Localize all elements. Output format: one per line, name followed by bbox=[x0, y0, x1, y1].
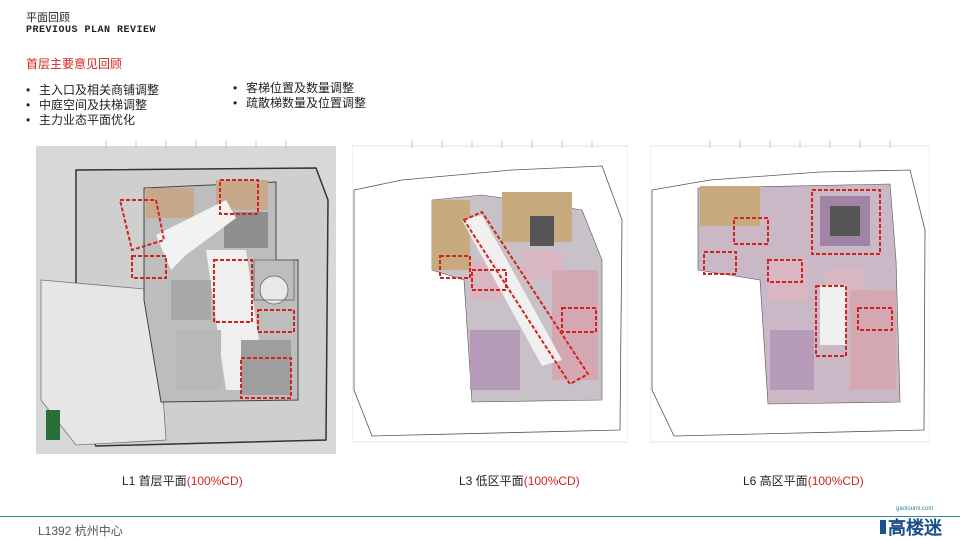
footer-divider bbox=[0, 516, 960, 517]
plan-caption-l1: L1 首层平面(100%CD) bbox=[122, 472, 243, 489]
bullet-list-right: 客梯位置及数量调整 疏散梯数量及位置调整 bbox=[233, 81, 366, 111]
plan-caption-open: ( bbox=[523, 474, 528, 488]
bullet-item: 疏散梯数量及位置调整 bbox=[233, 96, 366, 111]
plan-caption-open: ( bbox=[186, 474, 191, 488]
plan-caption-close: ) bbox=[575, 474, 580, 488]
plan-caption-l6: L6 高区平面(100%CD) bbox=[743, 472, 864, 489]
logo-subtext: gaoloumi.com bbox=[896, 506, 933, 512]
bullet-list-left: 主入口及相关商铺调整 中庭空间及扶梯调整 主力业态平面优化 bbox=[26, 83, 159, 128]
floor-plan-l6 bbox=[650, 140, 930, 443]
plan-caption-l3: L3 低区平面(100%CD) bbox=[459, 472, 580, 489]
plan-caption-name: L1 首层平面 bbox=[122, 474, 187, 488]
plan-caption-suffix: 100%CD bbox=[527, 474, 576, 488]
section-title: 首层主要意见回顾 bbox=[26, 57, 123, 71]
bullet-item: 主入口及相关商铺调整 bbox=[26, 83, 159, 98]
plan-caption-close: ) bbox=[238, 474, 243, 488]
footer-project: L1392 杭州中心 bbox=[38, 524, 123, 538]
plan-caption-suffix: 100%CD bbox=[811, 474, 860, 488]
plan-caption-name: L3 低区平面 bbox=[459, 474, 524, 488]
floor-plan-l1 bbox=[36, 140, 336, 454]
bullet-item: 主力业态平面优化 bbox=[26, 113, 159, 128]
bullet-item: 客梯位置及数量调整 bbox=[233, 81, 366, 96]
floor-plan-l3 bbox=[352, 140, 628, 443]
page-title-en: PREVIOUS PLAN REVIEW bbox=[26, 25, 157, 36]
plan-caption-name: L6 高区平面 bbox=[743, 474, 808, 488]
plan-caption-suffix: 100%CD bbox=[190, 474, 239, 488]
bullet-item: 中庭空间及扶梯调整 bbox=[26, 98, 159, 113]
gaoloumi-logo: gaoloumi.com 高楼迷 bbox=[880, 506, 943, 538]
logo-text: 高楼迷 bbox=[888, 517, 943, 538]
plan-caption-close: ) bbox=[859, 474, 864, 488]
page-title-cn: 平面回顾 bbox=[26, 12, 70, 24]
plan-caption-open: ( bbox=[807, 474, 812, 488]
